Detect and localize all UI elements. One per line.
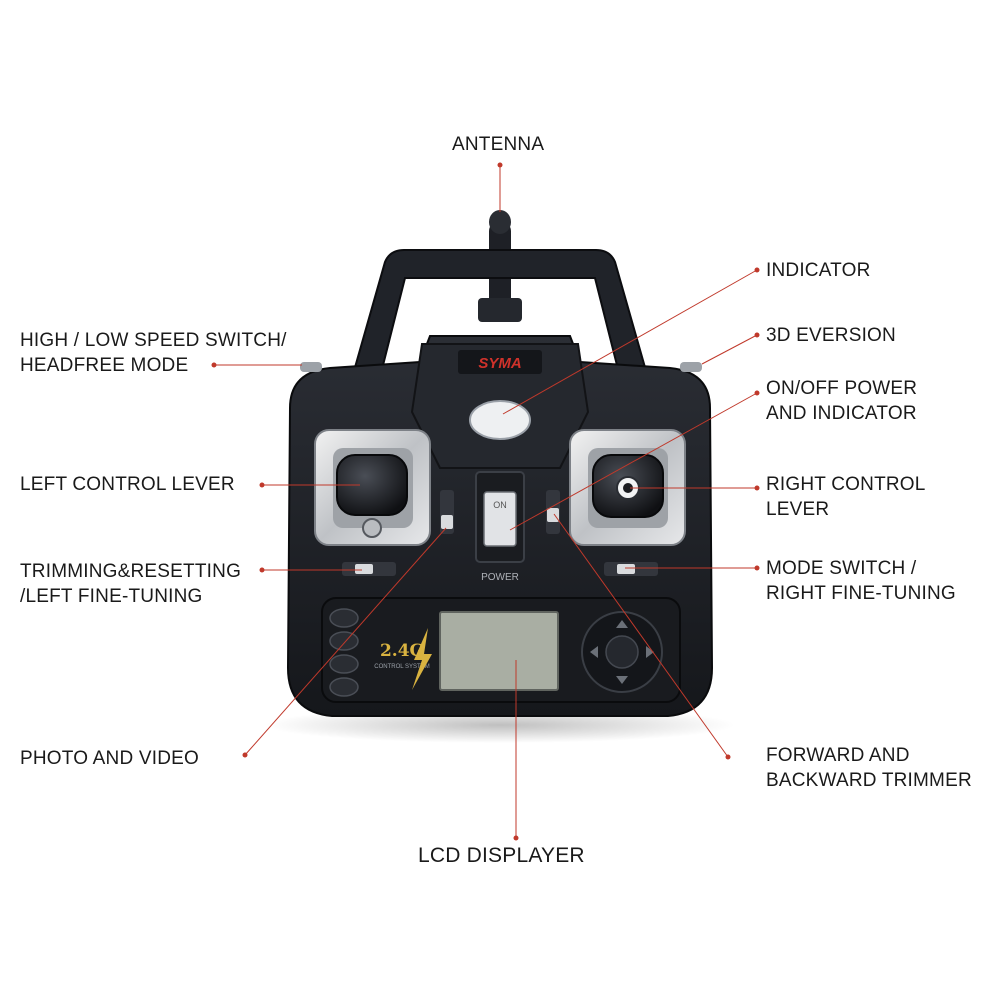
label-left-trim: TRIMMING&RESETTING /LEFT FINE-TUNING <box>20 561 242 607</box>
band-badge: 2.4G <box>380 641 424 661</box>
label-left-lever: LEFT CONTROL LEVER <box>20 474 235 495</box>
label-indicator: INDICATOR <box>766 260 871 281</box>
svg-text:ON: ON <box>493 500 507 510</box>
video-button[interactable] <box>329 631 359 651</box>
arrow-up-icon <box>616 620 628 628</box>
label-right-lever: RIGHT CONTROL LEVER <box>766 474 926 520</box>
indicator-lens <box>469 400 531 440</box>
leader-indicator <box>502 269 758 415</box>
label-power: ON/OFF POWER AND INDICATOR <box>766 378 918 424</box>
leader-photo-video <box>244 527 447 756</box>
power-switch[interactable] <box>483 491 517 547</box>
label-antenna: ANTENNA <box>452 134 545 155</box>
lightning-icon <box>412 628 432 690</box>
brand-logo: SYMA <box>478 355 521 372</box>
right-gimbal <box>569 429 686 546</box>
lcd-screen <box>439 611 559 691</box>
photo-button[interactable] <box>329 608 359 628</box>
leader-dots <box>211 162 760 841</box>
label-lcd: LCD DISPLAYER <box>418 844 585 867</box>
leader-fb-trim <box>553 513 729 758</box>
eversion-button[interactable] <box>680 362 702 372</box>
label-photo-video: PHOTO AND VIDEO <box>20 748 199 769</box>
power-label: POWER <box>481 572 519 583</box>
arrow-left-icon <box>590 646 598 658</box>
speed-switch-button[interactable] <box>300 362 322 372</box>
leader-lines <box>214 165 758 838</box>
leader-eversion <box>701 334 758 365</box>
band-subtitle: CONTROL SYSTEM <box>374 664 429 670</box>
aux-button[interactable] <box>329 677 359 697</box>
trim-dpad[interactable] <box>581 611 663 693</box>
label-eversion: 3D EVERSION <box>766 325 896 346</box>
arrow-right-icon <box>646 646 654 658</box>
function-button[interactable] <box>329 654 359 674</box>
label-fb-trim: FORWARD AND BACKWARD TRIMMER <box>766 745 972 791</box>
label-speed-switch: HIGH / LOW SPEED SWITCH/ HEADFREE MODE <box>20 330 287 376</box>
photo-video-buttons <box>329 608 359 697</box>
arrow-down-icon <box>616 676 628 684</box>
label-mode-switch: MODE SWITCH / RIGHT FINE-TUNING <box>766 558 956 604</box>
left-gimbal <box>314 429 431 546</box>
leader-power <box>509 392 758 531</box>
logo-badge <box>458 350 542 374</box>
